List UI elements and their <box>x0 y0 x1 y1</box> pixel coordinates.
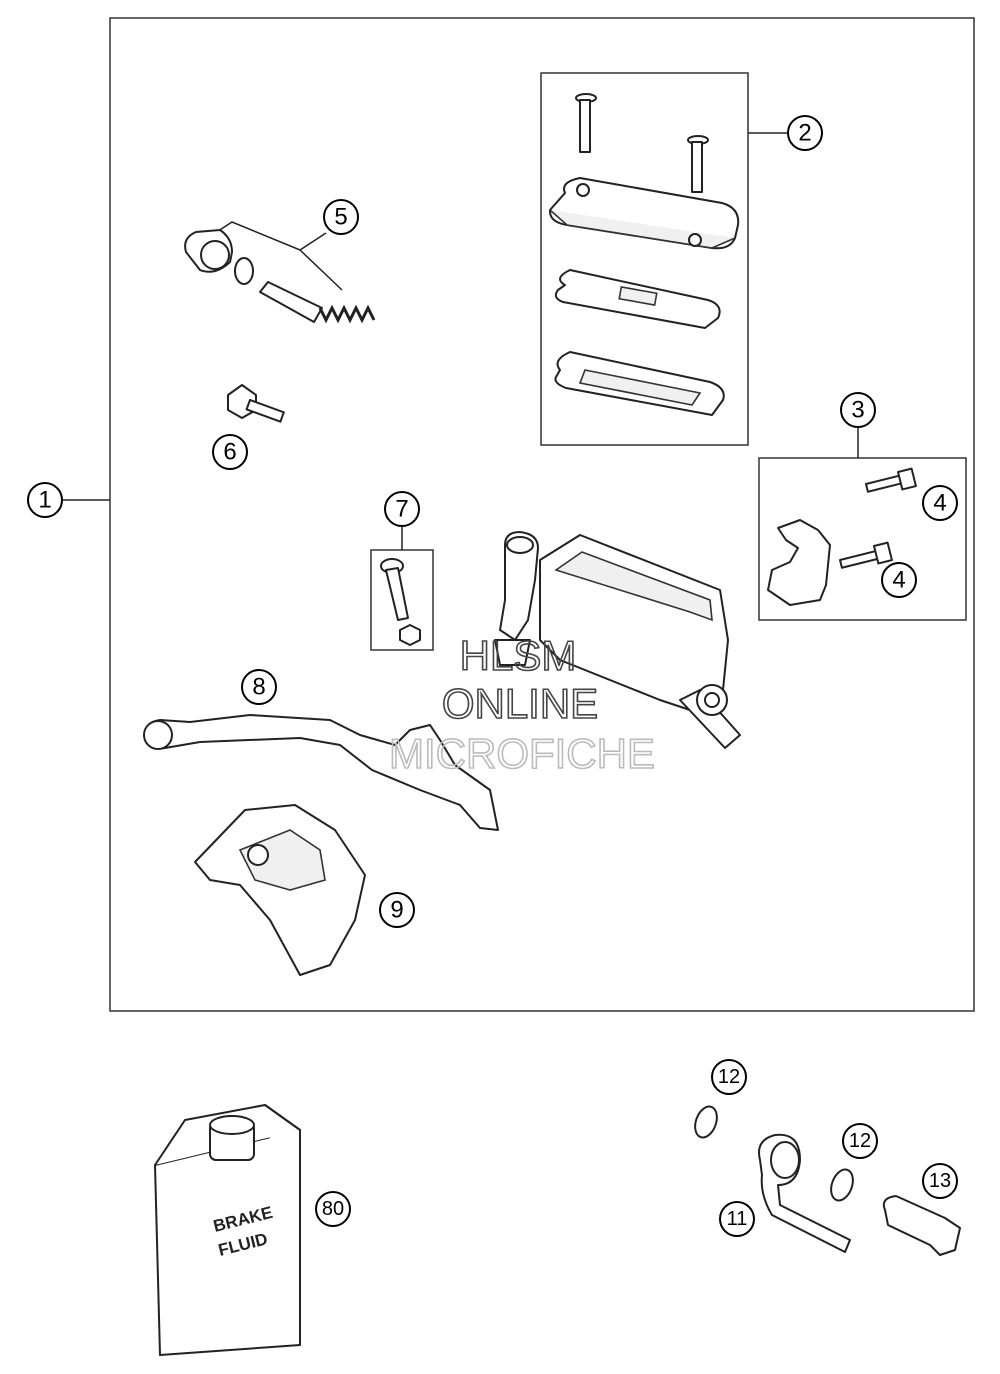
reservoir-cover-kit <box>548 93 740 416</box>
brake-line-kit <box>694 1105 961 1256</box>
callout-5: 5 <box>323 199 359 235</box>
callout-12: 12 <box>842 1123 878 1159</box>
callout-3: 3 <box>840 392 876 428</box>
piston-spring <box>318 304 376 324</box>
svg-text:12: 12 <box>718 1066 740 1088</box>
piston-kit <box>184 229 376 324</box>
watermark-line1: HLSM <box>460 632 577 679</box>
cover-screw <box>687 135 709 193</box>
lock-nut <box>399 624 421 646</box>
pivot-screw-kit <box>380 558 421 646</box>
master-cylinder-body <box>494 531 741 749</box>
svg-text:3: 3 <box>851 397 864 424</box>
callout-9: 9 <box>379 892 415 928</box>
callout-8: 8 <box>241 669 277 705</box>
svg-text:6: 6 <box>223 439 236 466</box>
svg-text:13: 13 <box>929 1170 951 1192</box>
clamp-kit <box>767 467 917 606</box>
svg-text:80: 80 <box>322 1198 344 1220</box>
cover-screw <box>575 93 597 153</box>
watermark-line3: MICROFICHE <box>389 730 655 777</box>
piston <box>259 281 323 323</box>
svg-text:8: 8 <box>252 674 265 701</box>
callout-1: 1 <box>27 482 63 518</box>
svg-text:7: 7 <box>395 496 408 523</box>
svg-text:11: 11 <box>727 1208 748 1230</box>
callout-6: 6 <box>212 434 248 470</box>
svg-text:4: 4 <box>933 490 946 517</box>
brake-fluid-can: BRAKE FLUID <box>154 1104 301 1356</box>
svg-text:9: 9 <box>390 897 403 924</box>
callout-2: 2 <box>787 115 823 151</box>
circlip <box>234 257 254 285</box>
adjuster-screw <box>227 384 285 423</box>
lever-cover <box>194 804 366 976</box>
callout-11: 11 <box>719 1201 755 1237</box>
callout-13: 13 <box>922 1163 958 1199</box>
svg-text:4: 4 <box>892 567 905 594</box>
svg-text:1: 1 <box>38 487 51 514</box>
clamp-bolt <box>839 541 893 569</box>
callout-7: 7 <box>384 491 420 527</box>
svg-text:12: 12 <box>849 1130 871 1152</box>
watermark: HLSM ONLINE MICROFICHE <box>388 631 656 778</box>
callout-80: 80 <box>315 1191 351 1227</box>
sealing-washer <box>830 1168 854 1202</box>
callout-4: 4 <box>922 485 958 521</box>
handlebar-clamp <box>767 519 831 606</box>
clamp-bolt <box>865 467 917 493</box>
callout-12: 12 <box>711 1059 747 1095</box>
sealing-washer <box>694 1105 718 1139</box>
callout-4: 4 <box>881 562 917 598</box>
clamp-kit-frame <box>758 457 967 621</box>
watermark-line2: ONLINE <box>442 680 598 727</box>
svg-text:2: 2 <box>798 120 811 147</box>
reservoir-cover-kit-frame <box>540 72 749 446</box>
banjo-bolt <box>882 1195 961 1256</box>
svg-text:5: 5 <box>334 204 347 231</box>
assembly-frame <box>109 17 975 1012</box>
